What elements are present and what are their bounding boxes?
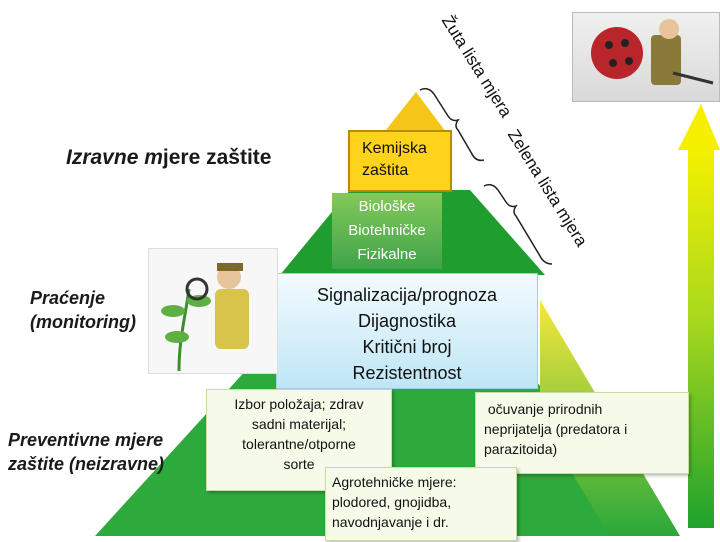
box-agrotehnicke: Agrotehničke mjere: plodored, gnojidba, … [325, 467, 517, 541]
zuta-bracket [419, 87, 485, 162]
label-preventivne: Preventivne mjere zaštite (neizravne) [8, 430, 165, 474]
label-pracenje: Praćenje (monitoring) [30, 288, 136, 332]
pyramid-apex [378, 92, 452, 140]
box-bioloske: Biološke Biotehničke Fizikalne [332, 193, 442, 269]
intensity-arrow-head [678, 104, 720, 150]
label-izravne: Izravne mjere zaštite [66, 146, 272, 169]
zelena-bracket [483, 183, 553, 265]
cartoon-image-top [572, 12, 720, 102]
box-kemijska-zastita: Kemijska zaštita [348, 130, 452, 192]
cartoon-image-inspector [148, 248, 278, 374]
intensity-arrow [688, 150, 714, 528]
box-monitoring: Signalizacija/prognoza Dijagnostika Krit… [276, 273, 538, 389]
box-preventive-right: očuvanje prirodnih neprijatelja (predato… [475, 392, 689, 474]
